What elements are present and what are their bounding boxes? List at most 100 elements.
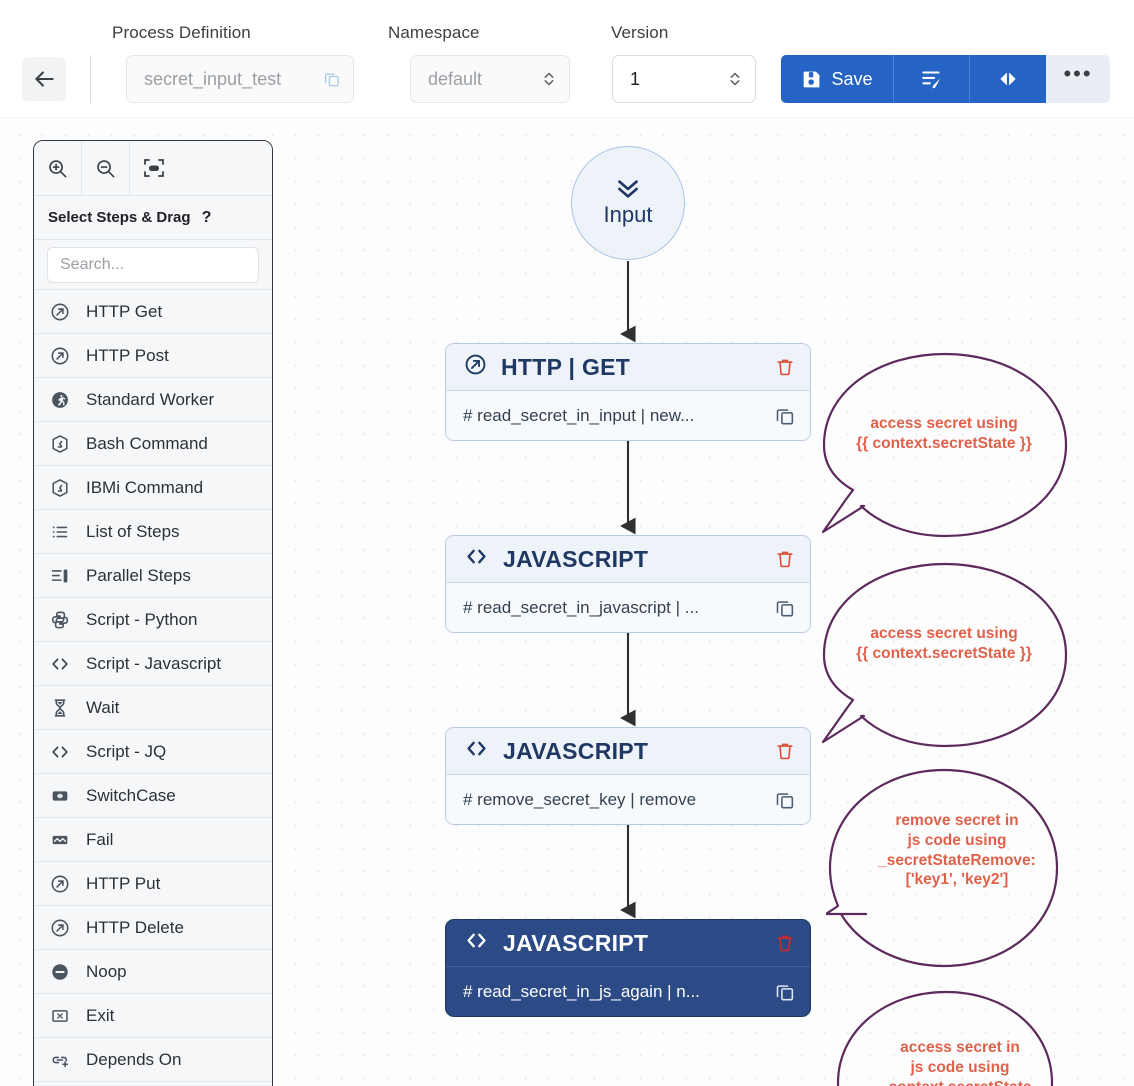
version-field[interactable]: 1 [612,55,756,103]
palette-item-label: SwitchCase [86,785,176,805]
palette-item-http-post[interactable]: HTTP Post [34,334,272,378]
copy-icon[interactable] [774,405,796,427]
python-icon [48,608,72,632]
fit-to-screen-icon [144,159,164,177]
palette-item-parallel-steps[interactable]: Parallel Steps [34,554,272,598]
process-definition-value: secret_input_test [144,68,282,89]
palette-item-http-get[interactable]: HTTP Get [34,290,272,334]
palette-item-noop[interactable]: Noop [34,950,272,994]
input-node[interactable]: Input [571,146,685,260]
palette-item-switchcase[interactable]: SwitchCase [34,774,272,818]
speech-bubble-shape [821,562,1068,748]
palette-item-label: Noop [86,961,127,981]
code-brackets-icon [52,745,68,758]
copy-icon[interactable] [774,981,796,1003]
trash-icon[interactable] [774,356,796,378]
hourglass-icon [48,696,72,720]
arrow-circle-icon [48,344,72,368]
flow-node[interactable]: HTTP | GET # read_secret_in_input | new..… [445,343,811,441]
palette-item-http-put[interactable]: HTTP Put [34,862,272,906]
copy-icon[interactable] [323,70,341,88]
palette-title: Select Steps & Drag [48,209,191,226]
trash-icon[interactable] [774,548,796,570]
parallel-bars-icon [51,569,68,582]
code-brackets-icon [463,544,490,574]
chevron-updown-icon[interactable] [727,68,743,90]
flow-node-body: # read_secret_in_input | new... [446,391,810,440]
more-options-button[interactable]: ••• [1046,55,1110,103]
palette-item-bash-command[interactable]: Bash Command [34,422,272,466]
process-definition-field[interactable]: secret_input_test [126,55,354,103]
flow-node[interactable]: JAVASCRIPT# remove_secret_key | remove [445,727,811,825]
double-chevron-down-icon [618,180,638,198]
zoom-in-button[interactable] [34,141,82,196]
copy-icon[interactable] [774,789,796,811]
arrow-circle-icon [465,354,486,375]
palette-item-fail[interactable]: Fail [34,818,272,862]
arrow-circle-icon [51,347,69,364]
callout-bubble: access secret using {{ context.secretSta… [820,560,1070,755]
hourglass-icon [54,698,66,717]
palette-item-label: Bash Command [86,433,208,453]
flow-node-body: # read_secret_in_javascript | ... [446,583,810,632]
left-right-arrows-icon [1000,72,1016,86]
input-node-label: Input [603,202,653,227]
callout-bubble: access secret using {{ context.secretSta… [820,350,1070,545]
version-value: 1 [630,68,641,89]
palette-item-label: Script - Javascript [86,653,222,673]
callout-text: access secret using {{ context.secretSta… [856,415,1032,452]
flow-node-title: JAVASCRIPT [503,545,649,572]
flow-node-subtitle: # read_secret_in_javascript | ... [463,597,699,617]
toggle-code-view-button[interactable] [970,55,1046,103]
palette-item-depends-on[interactable]: Depends On [34,1038,272,1082]
arrow-circle-icon [48,916,72,940]
palette-item-standard-worker[interactable]: Standard Worker [34,378,272,422]
trash-icon[interactable] [774,740,796,762]
zoom-out-button[interactable] [82,141,130,196]
palette-item-label: Script - Python [86,609,198,629]
back-button[interactable] [22,57,66,101]
arrow-circle-icon [51,919,69,936]
palette-item-script-jq[interactable]: Script - JQ [34,730,272,774]
floppy-disk-icon [804,71,820,87]
chevron-updown-icon[interactable] [541,68,557,90]
namespace-field[interactable]: default [410,55,570,103]
link-plus-icon [52,1056,69,1067]
arrow-circle-icon [463,352,488,382]
palette-item-exit[interactable]: Exit [34,994,272,1038]
palette-item-label: HTTP Get [86,301,163,321]
palette-item-script-javascript[interactable]: Script - Javascript [34,642,272,686]
palette-item-http-delete[interactable]: HTTP Delete [34,906,272,950]
palette-item-script-python[interactable]: Script - Python [34,598,272,642]
flow-node[interactable]: JAVASCRIPT # read_secret_in_javascript | … [445,535,811,633]
palette-item-ibmi-command[interactable]: IBMi Command [34,466,272,510]
palette-item-list-of-steps[interactable]: List of Steps [34,510,272,554]
minus-circle-icon [52,963,68,980]
palette-item-label: HTTP Post [86,345,169,365]
version-label: Version [611,23,669,42]
palette-help-icon[interactable]: ? [201,208,212,226]
edit-definition-button[interactable] [894,55,970,103]
callout-bubble: access secret in js code using context.s… [834,988,1056,1086]
flow-node[interactable]: JAVASCRIPT# read_secret_in_js_again | n.… [445,919,811,1017]
palette-search-row [34,240,272,290]
code-brackets-icon [467,741,486,756]
code-brackets-icon [48,740,72,764]
palette-item-wait[interactable]: Wait [34,686,272,730]
python-icon [51,611,69,628]
save-button-label: Save [831,68,873,89]
fit-to-screen-button[interactable] [130,141,178,196]
flow-node-title: HTTP | GET [501,353,631,380]
code-brackets-icon [467,549,486,564]
palette-item-label: Depends On [86,1049,182,1069]
edit-lines-icon [921,71,940,89]
trash-icon[interactable] [774,932,796,954]
zigzag-icon [52,835,68,844]
search-input[interactable] [47,246,259,283]
save-button[interactable]: Save [781,55,894,103]
code-brackets-icon [52,657,68,670]
arrow-circle-icon [51,303,69,320]
copy-icon[interactable] [774,597,796,619]
